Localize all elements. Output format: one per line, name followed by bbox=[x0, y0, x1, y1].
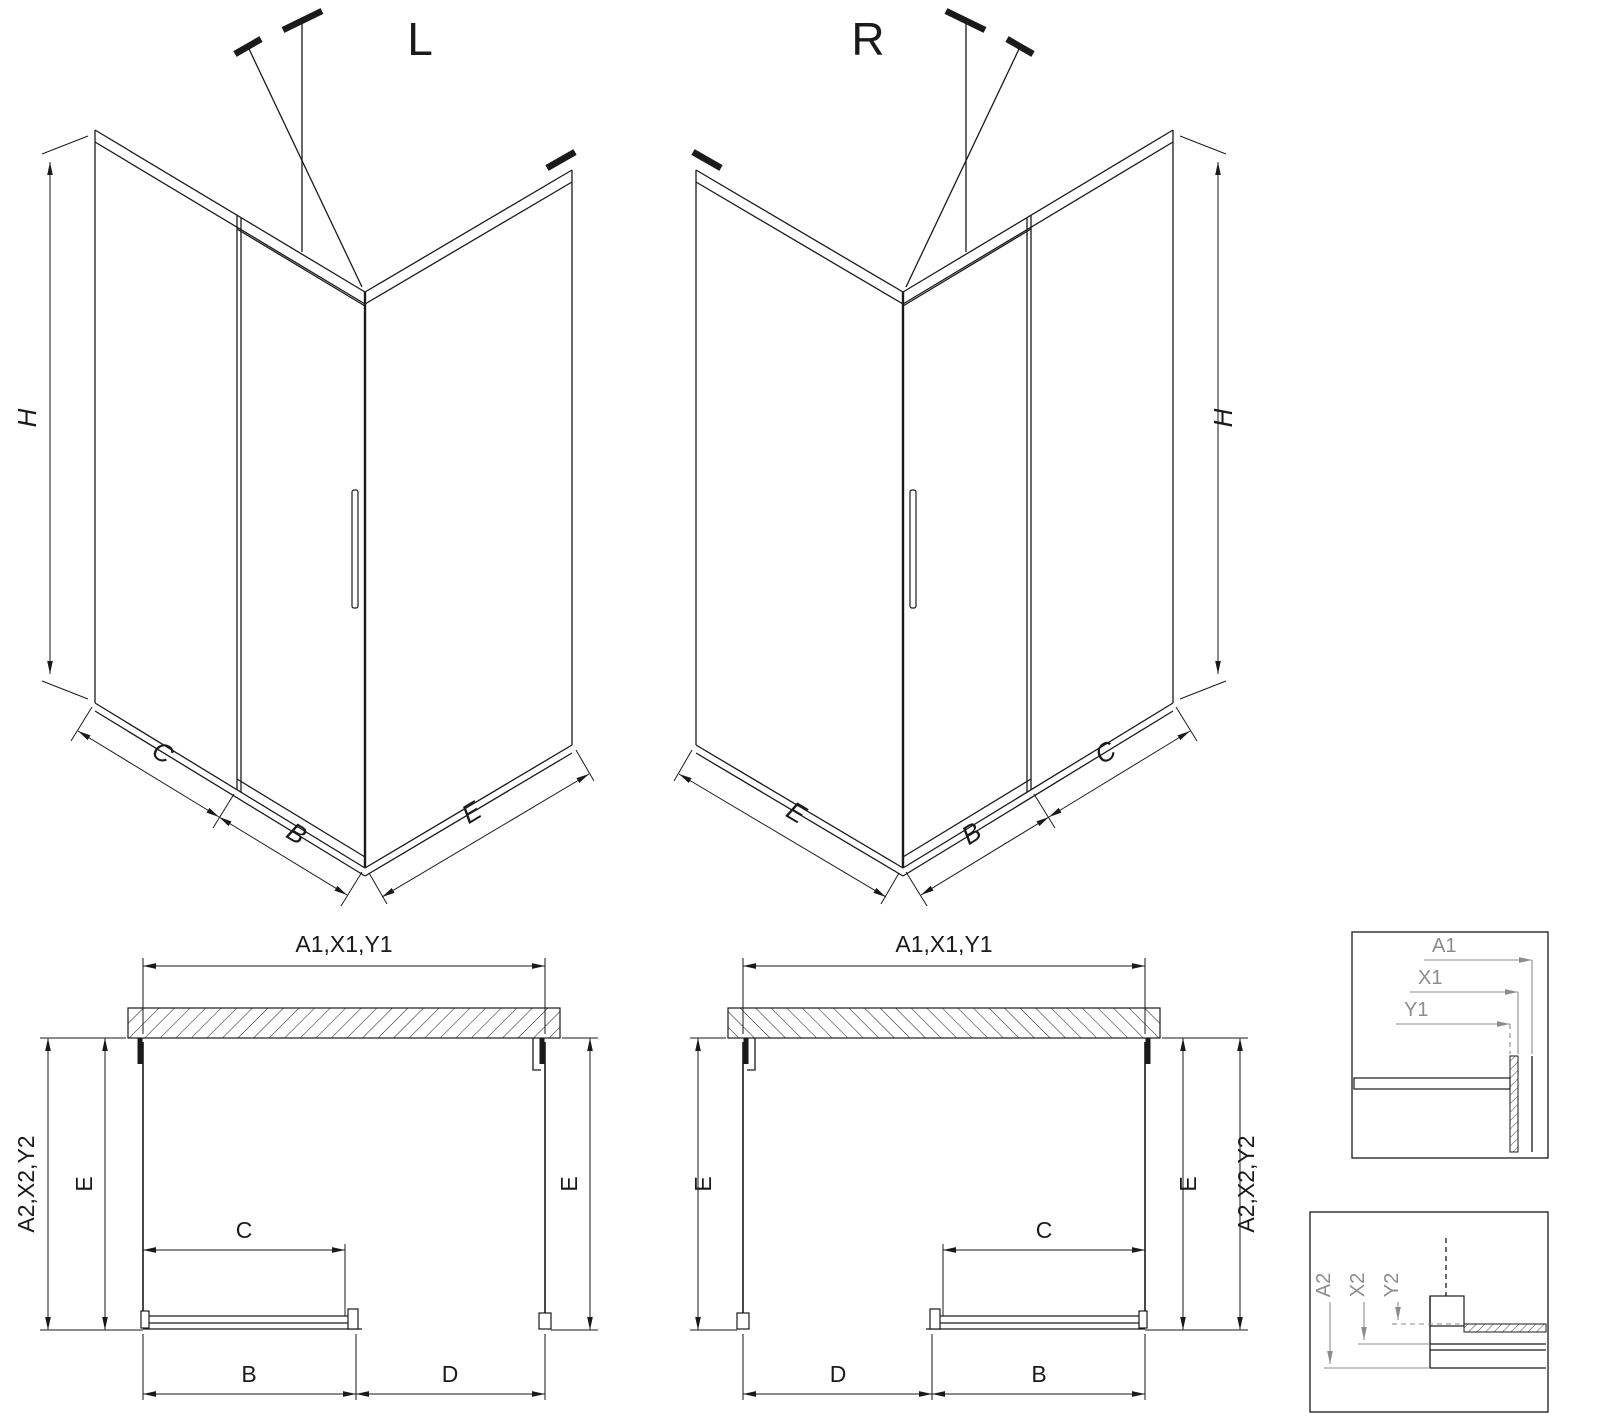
iso-left-labels: L H C B E bbox=[12, 13, 487, 851]
glass-section-plan bbox=[1463, 1323, 1547, 1333]
dim-label-c-plan-left: C bbox=[236, 1217, 253, 1243]
dim-label-depth-plan-right: A2,X2,Y2 bbox=[1233, 1135, 1259, 1232]
dim-label-door-width-right: B bbox=[956, 816, 986, 851]
dim-label-width-plan-right: A1,X1,Y1 bbox=[895, 931, 992, 957]
detail-label-y1: Y1 bbox=[1404, 999, 1428, 1021]
dim-label-side-depth-left: E bbox=[456, 795, 487, 830]
wall-section-hatched bbox=[127, 1007, 561, 1039]
dim-label-e-right-plan-left: E bbox=[556, 1176, 582, 1191]
detail-label-y2: Y2 bbox=[1381, 1273, 1403, 1297]
dim-label-e-right-plan-right: E bbox=[1175, 1176, 1201, 1191]
dim-label-e-left-plan-left: E bbox=[71, 1176, 97, 1191]
dim-label-height-left: H bbox=[12, 408, 42, 427]
view-title-left: L bbox=[407, 13, 433, 65]
iso-left-linework bbox=[41, 8, 595, 907]
dim-label-depth-plan-left: A2,X2,Y2 bbox=[13, 1135, 39, 1232]
door-handle bbox=[351, 489, 359, 609]
plan-right-labels: A1,X1,Y1 A2,X2,Y2 E E C B D bbox=[690, 931, 1259, 1387]
dim-label-height-right: H bbox=[1208, 408, 1238, 427]
iso-right-labels: R H E B C bbox=[781, 13, 1238, 851]
detail-view-top: A1 X1 Y1 bbox=[1351, 931, 1549, 1159]
glass-section bbox=[1509, 1055, 1519, 1153]
detail-bottom-frame bbox=[1309, 1211, 1549, 1413]
view-title-right: R bbox=[851, 13, 884, 65]
plan-right-linework bbox=[690, 958, 1248, 1400]
dim-label-e-left-plan-right: E bbox=[690, 1176, 716, 1191]
iso-right-linework bbox=[674, 11, 1226, 906]
detail-top-frame bbox=[1351, 931, 1549, 1159]
detail-label-a2: A2 bbox=[1313, 1273, 1335, 1297]
detail-label-x1: X1 bbox=[1418, 967, 1442, 989]
dim-label-d-plan-right: D bbox=[830, 1361, 847, 1387]
dim-label-b-plan-left: B bbox=[241, 1361, 256, 1387]
dim-label-b-plan-right: B bbox=[1031, 1361, 1046, 1387]
plan-left-linework bbox=[40, 958, 598, 1400]
dim-label-back-width-left: C bbox=[147, 735, 179, 771]
plan-left-labels: A1,X1,Y1 A2,X2,Y2 E E C B D bbox=[13, 931, 582, 1387]
detail-view-bottom: A2 X2 Y2 bbox=[1309, 1211, 1549, 1413]
detail-label-x2: X2 bbox=[1347, 1273, 1369, 1297]
detail-label-a1: A1 bbox=[1432, 935, 1456, 957]
dim-label-c-plan-right: C bbox=[1036, 1217, 1053, 1243]
dim-label-back-width-right: C bbox=[1089, 735, 1121, 771]
dim-label-d-plan-left: D bbox=[442, 1361, 459, 1387]
dim-label-width-plan-left: A1,X1,Y1 bbox=[295, 931, 392, 957]
dim-label-side-depth-right: E bbox=[781, 795, 812, 830]
